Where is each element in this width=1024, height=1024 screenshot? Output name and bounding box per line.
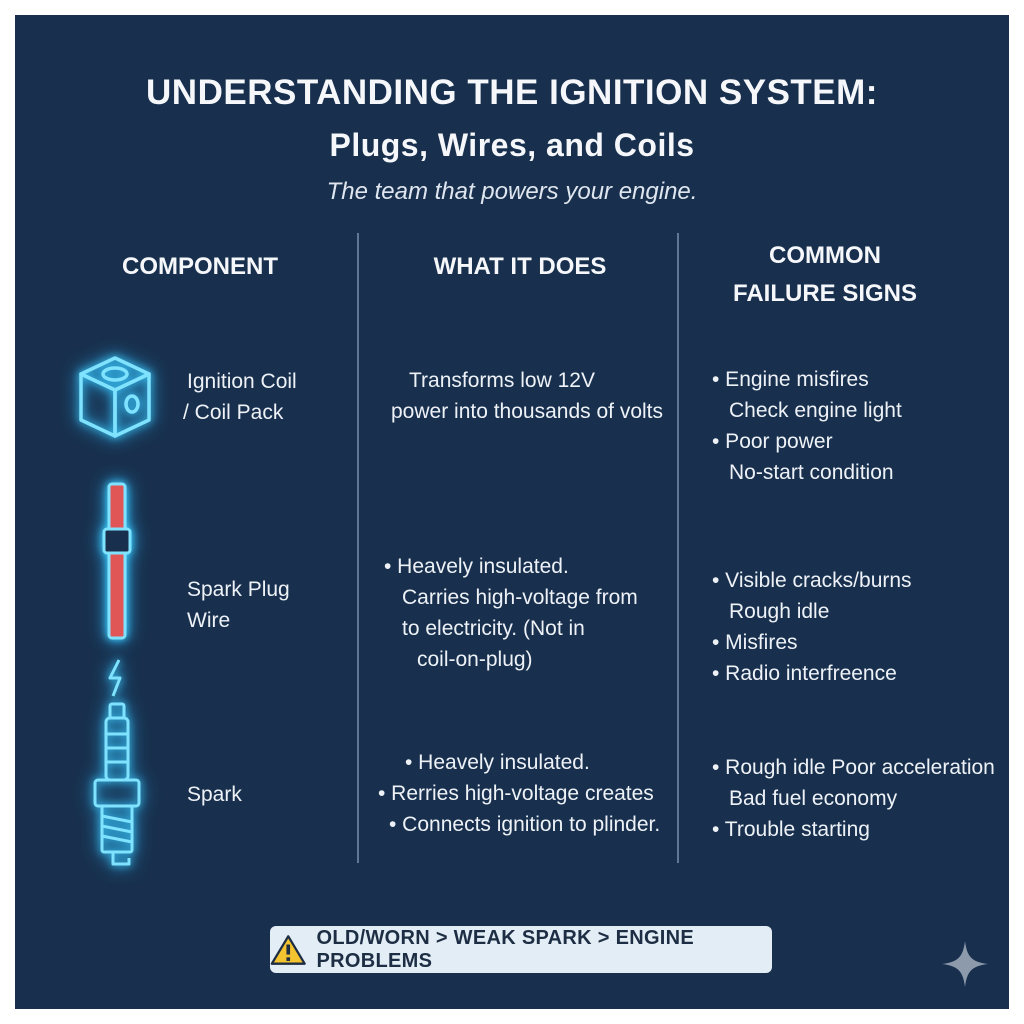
page-title: UNDERSTANDING THE IGNITION SYSTEM: <box>146 73 878 112</box>
spark-plug-icon <box>89 658 145 875</box>
row-spark-plug-wire-does: • Heavely insulated. Carries high-voltag… <box>384 551 638 675</box>
warning-icon <box>270 934 306 965</box>
row-ignition-coil-name: Ignition Coil / Coil Pack <box>183 366 297 428</box>
does-line: • Rerries high-voltage creates <box>378 782 654 805</box>
sign-line: • Misfires <box>712 631 798 654</box>
row-ignition-coil-signs: • Engine misfires Check engine light • P… <box>712 364 902 488</box>
column-divider-1 <box>357 233 359 863</box>
column-header-component: COMPONENT <box>122 253 278 280</box>
does-line: • Heavely insulated. <box>405 751 590 774</box>
does-line: Transforms low 12V <box>409 369 595 392</box>
row-ignition-coil-does: Transforms low 12V power into thousands … <box>391 365 663 427</box>
component-name-line: Wire <box>187 609 231 632</box>
column-header-failure-line1: COMMON <box>769 242 881 269</box>
sign-line: • Engine misfires <box>712 368 869 391</box>
does-line: to electricity. (Not in <box>402 617 585 640</box>
sign-line: • Rough idle Poor acceleration <box>712 756 995 779</box>
column-header-failure-signs: COMMON FAILURE SIGNS <box>715 237 935 313</box>
does-line: coil-on-plug) <box>417 648 533 671</box>
sparkle-icon <box>940 939 990 994</box>
column-header-what-it-does: WHAT IT DOES <box>433 253 607 280</box>
sign-line: • Poor power <box>712 430 833 453</box>
row-spark-plug-does: • Heavely insulated. • Rerries high-volt… <box>378 747 660 840</box>
ignition-coil-icon <box>75 348 155 447</box>
does-line: power into thousands of volts <box>391 400 663 423</box>
sign-line: No-start condition <box>729 461 894 484</box>
column-header-failure-line2: FAILURE SIGNS <box>732 280 918 307</box>
does-line: • Heavely insulated. <box>384 555 569 578</box>
does-line: • Connects ignition to plinder. <box>389 813 661 836</box>
sign-line: Check engine light <box>729 399 902 422</box>
infographic-panel: UNDERSTANDING THE IGNITION SYSTEM: Plugs… <box>15 15 1009 1009</box>
warning-banner: OLD/WORN > WEAK SPARK > ENGINE PROBLEMS <box>270 926 772 973</box>
subtitle: The team that powers your engine. <box>326 178 698 205</box>
does-line: Carries high-voltage from <box>402 586 638 609</box>
sign-line: • Visible cracks/burns <box>712 569 912 592</box>
sign-line: • Radio interfreence <box>712 662 897 685</box>
sign-line: Rough idle <box>729 600 830 623</box>
row-spark-plug-name: Spark <box>187 779 242 810</box>
row-spark-plug-wire-signs: • Visible cracks/burns Rough idle • Misf… <box>712 565 912 689</box>
spark-plug-wire-icon <box>101 481 133 646</box>
page-title-line2: Plugs, Wires, and Coils <box>329 127 695 163</box>
component-name-line: Spark Plug <box>187 578 290 601</box>
row-spark-plug-wire-name: Spark Plug Wire <box>187 574 290 636</box>
component-name-line: Spark <box>187 783 242 806</box>
warning-text: OLD/WORN > WEAK SPARK > ENGINE PROBLEMS <box>316 926 695 972</box>
sign-line: Bad fuel economy <box>729 787 898 810</box>
row-spark-plug-signs: • Rough idle Poor acceleration Bad fuel … <box>712 752 995 845</box>
sign-line: • Trouble starting <box>712 818 870 841</box>
component-name-line: / Coil Pack <box>183 401 284 424</box>
component-name-line: Ignition Coil <box>187 370 297 393</box>
column-divider-2 <box>677 233 679 863</box>
